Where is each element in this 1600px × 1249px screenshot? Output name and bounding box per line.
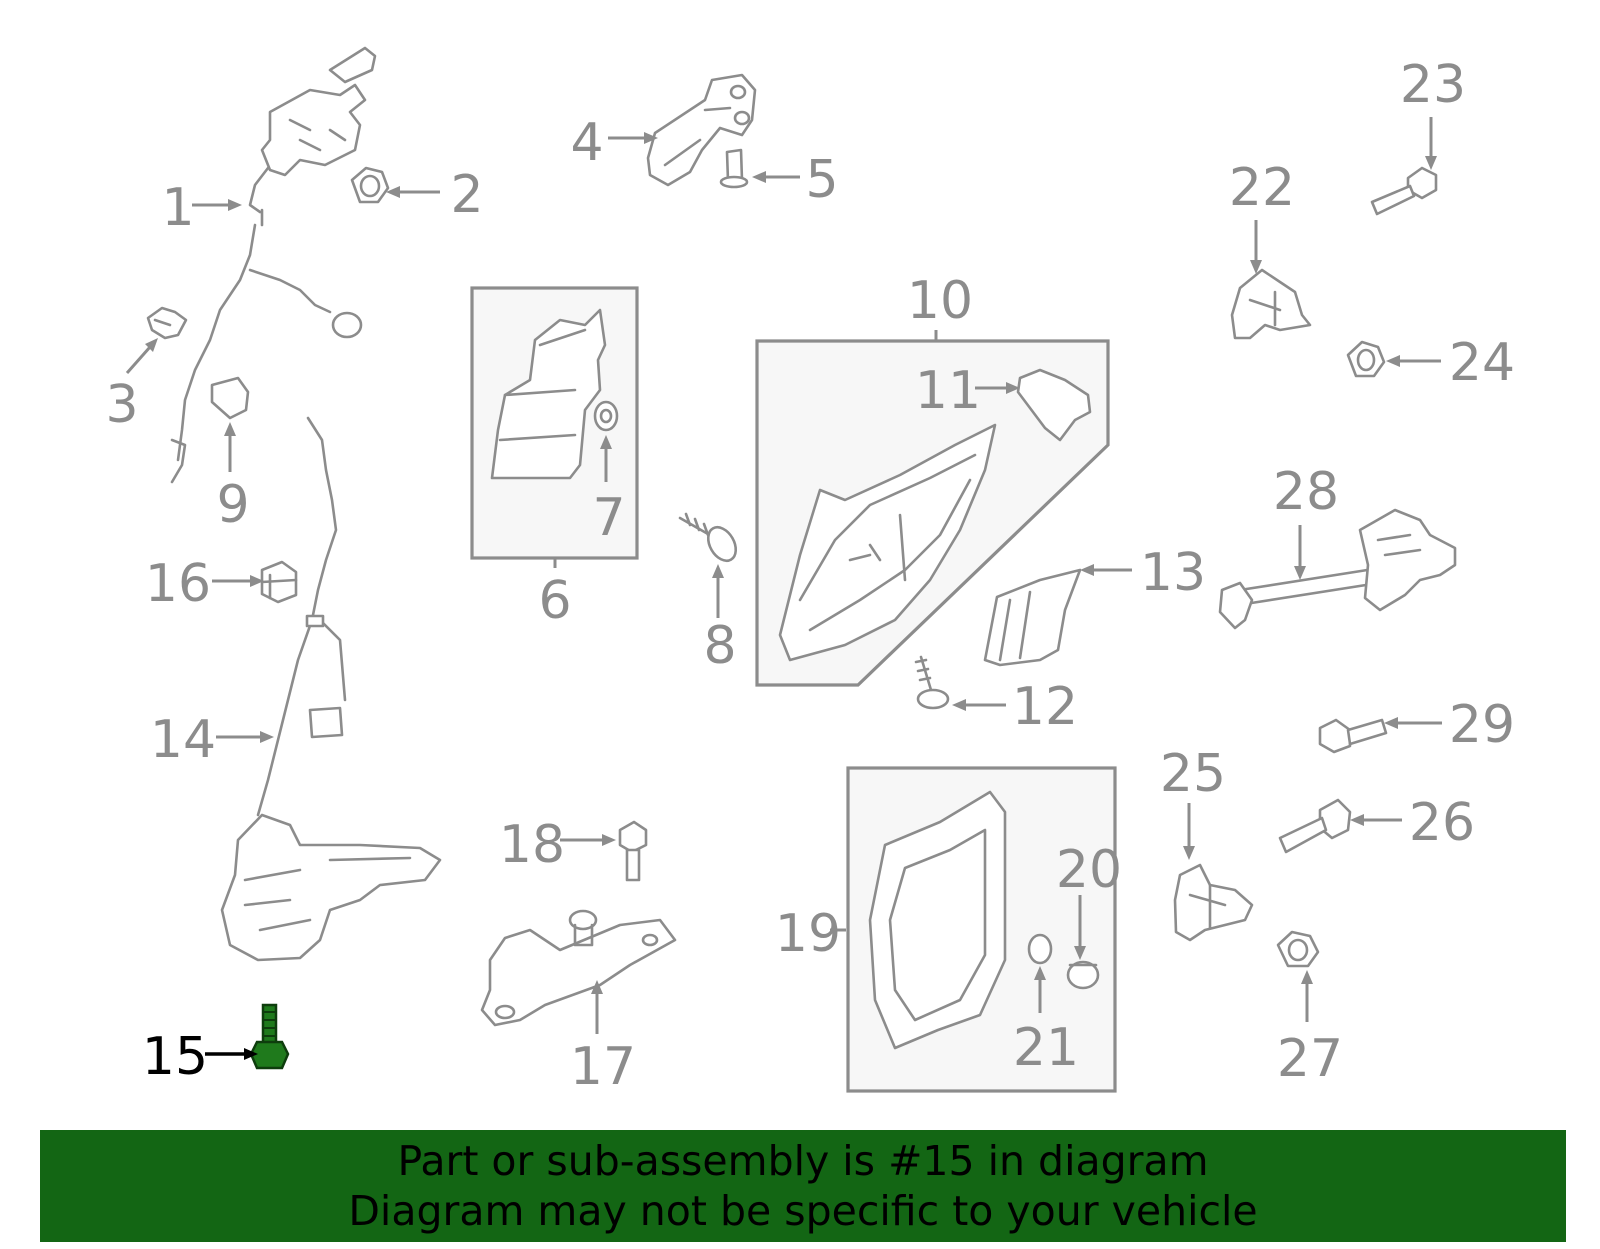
part-15-bolt [249,1003,290,1070]
label-29: 29 [1449,695,1515,755]
label-14: 14 [150,710,216,770]
label-10: 10 [907,271,973,331]
part-18-bolt [618,820,648,882]
label-18: 18 [499,815,565,875]
part-27-nut [1276,930,1320,968]
part-25-hinge [1173,863,1254,942]
label-3: 3 [105,375,138,435]
label-12: 12 [1012,677,1078,737]
part-19-frame [868,790,1007,1050]
part-20-clip [1066,960,1100,990]
part-3-clip [146,306,188,340]
label-15: 15 [142,1027,208,1087]
part-12-screw [914,655,950,710]
leader-lines [125,117,1442,1060]
part-4-bracket [646,73,757,187]
label-6: 6 [538,571,571,631]
part-11-cap [1016,368,1092,442]
label-8: 8 [703,616,736,676]
part-6-actuator [490,308,607,480]
banner-line-1: Part or sub-assembly is #15 in diagram [397,1137,1209,1185]
label-23: 23 [1400,55,1466,115]
label-1: 1 [161,178,194,238]
banner-line-2: Diagram may not be specific to your vehi… [348,1187,1258,1235]
label-4: 4 [570,113,603,173]
label-5: 5 [805,150,838,210]
label-11: 11 [915,361,981,421]
part-28-door-checker [1218,508,1457,630]
label-25: 25 [1160,744,1226,804]
part-7-washer-hole [599,408,613,424]
part-8-screw [678,512,738,563]
part-2-nut [350,166,390,204]
label-13: 13 [1140,543,1206,603]
label-19: 19 [775,904,841,964]
part-22-hinge [1230,268,1312,340]
part-9-bracket [210,376,250,420]
part-13-cover [983,568,1082,667]
callout-labels: 1 2 3 4 5 6 7 8 9 10 11 12 13 14 15 16 1… [105,55,1515,1097]
label-28: 28 [1273,462,1339,522]
label-27: 27 [1277,1029,1343,1089]
label-26: 26 [1409,793,1475,853]
label-16: 16 [145,554,211,614]
part-29-bolt [1318,718,1388,754]
part-7-washer [593,400,619,432]
label-21: 21 [1013,1018,1079,1078]
info-banner: Part or sub-assembly is #15 in diagram D… [40,1130,1566,1242]
label-2: 2 [450,165,483,225]
label-9: 9 [216,475,249,535]
part-14-latch-cable [220,416,442,962]
part-23-bolt [1370,166,1438,216]
part-24-nut [1346,340,1386,378]
part-17-handle-base [480,909,677,1027]
label-7: 7 [592,488,625,548]
part-21-washer [1027,933,1053,965]
part-5-pin [719,148,749,189]
label-20: 20 [1056,840,1122,900]
part-16-clip [260,560,298,604]
part-26-bolt [1278,798,1352,854]
label-24: 24 [1449,333,1515,393]
label-17: 17 [570,1037,636,1097]
part-10-outer-handle [778,423,997,662]
label-22: 22 [1229,158,1295,218]
part-1-latch-cable [170,46,377,484]
